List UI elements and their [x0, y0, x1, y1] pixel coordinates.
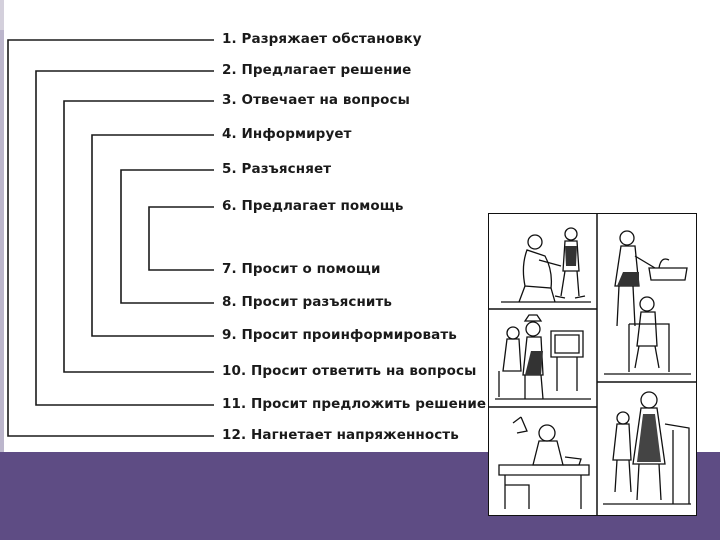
bracket-1-12 [7, 39, 214, 437]
item-label-3: 3. Отвечает на вопросы [222, 92, 410, 108]
item-label-11: 11. Просит предложить решение [222, 396, 487, 412]
teacher-at-desk-illustration [491, 409, 595, 513]
bracket-2-11 [35, 70, 214, 406]
item-label-12: 12. Нагнетает напряженность [222, 427, 459, 443]
left-border-band [0, 0, 4, 540]
item-label-10: 10. Просит ответить на вопросы [222, 363, 477, 379]
bracket-connection-diagram [7, 39, 214, 437]
child-dressing-boots-illustration [491, 216, 595, 307]
item-label-6: 6. Предлагает помощь [222, 198, 404, 214]
item-label-7: 7. Просит о помощи [222, 261, 381, 277]
family-watching-tv-illustration [491, 311, 595, 405]
mother-child-sink-illustration [599, 216, 694, 380]
bracket-5-8 [120, 169, 214, 304]
illustration-panel [488, 213, 697, 516]
bracket-4-9 [91, 134, 214, 337]
elderly-woman-with-child-illustration [599, 384, 694, 513]
bracket-3-10 [63, 100, 214, 373]
item-label-2: 2. Предлагает решение [222, 62, 412, 78]
item-label-8: 8. Просит разъяснить [222, 294, 393, 310]
item-label-5: 5. Разъясняет [222, 161, 332, 177]
item-label-9: 9. Просит проинформировать [222, 327, 457, 343]
item-label-1: 1. Разряжает обстановку [222, 31, 422, 47]
item-label-4: 4. Информирует [222, 126, 352, 142]
bracket-6-7 [148, 206, 214, 271]
illustration-grid [489, 214, 696, 515]
